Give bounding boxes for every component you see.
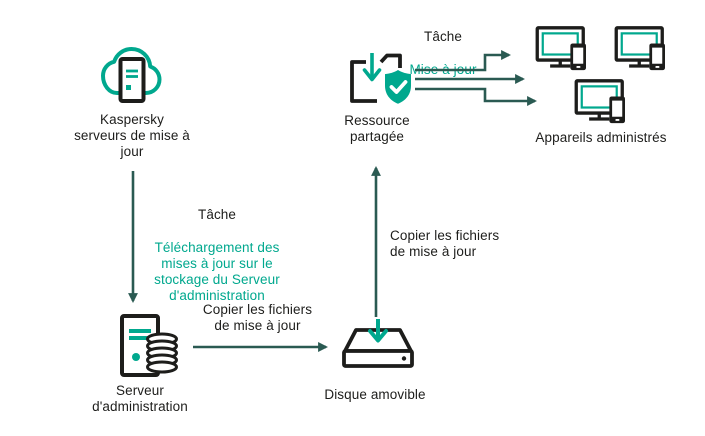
copy-to-disk-label: Copier les fichiers de mise à jour — [202, 302, 313, 334]
download-task-label: Tâche Téléchargement des mises à jour su… — [142, 191, 292, 321]
update-task-title: Tâche — [423, 29, 463, 45]
admin-server-label: Serveur d'administration — [92, 383, 188, 415]
computer-with-mobile-icon — [535, 26, 586, 71]
admin-server-database-icon — [120, 314, 178, 377]
computer-with-mobile-icon — [574, 79, 625, 124]
removable-disk-label: Disque amovible — [324, 387, 426, 402]
arrow-admin-to-disk — [193, 342, 328, 352]
kaspersky-servers-label: Kaspersky serveurs de mise à jour — [74, 112, 190, 160]
managed-devices-label: Appareils administrés — [535, 130, 667, 145]
cloud-update-servers-icon — [101, 47, 162, 103]
shared-resource-label: Ressource partagée — [344, 113, 410, 145]
computer-with-mobile-icon — [614, 26, 665, 71]
download-task-title: Tâche — [197, 207, 237, 223]
download-task-name: Téléchargement des mises à jour sur le s… — [154, 239, 280, 304]
copy-to-share-label: Copier les fichiers de mise à jour — [390, 228, 500, 260]
removable-disk-icon — [342, 319, 414, 368]
arrow-disk-to-share — [371, 166, 381, 317]
arrows-share-to-devices — [415, 50, 537, 106]
shared-resource-shield-icon — [350, 53, 411, 104]
arrow-kaspersky-to-admin — [128, 171, 138, 303]
